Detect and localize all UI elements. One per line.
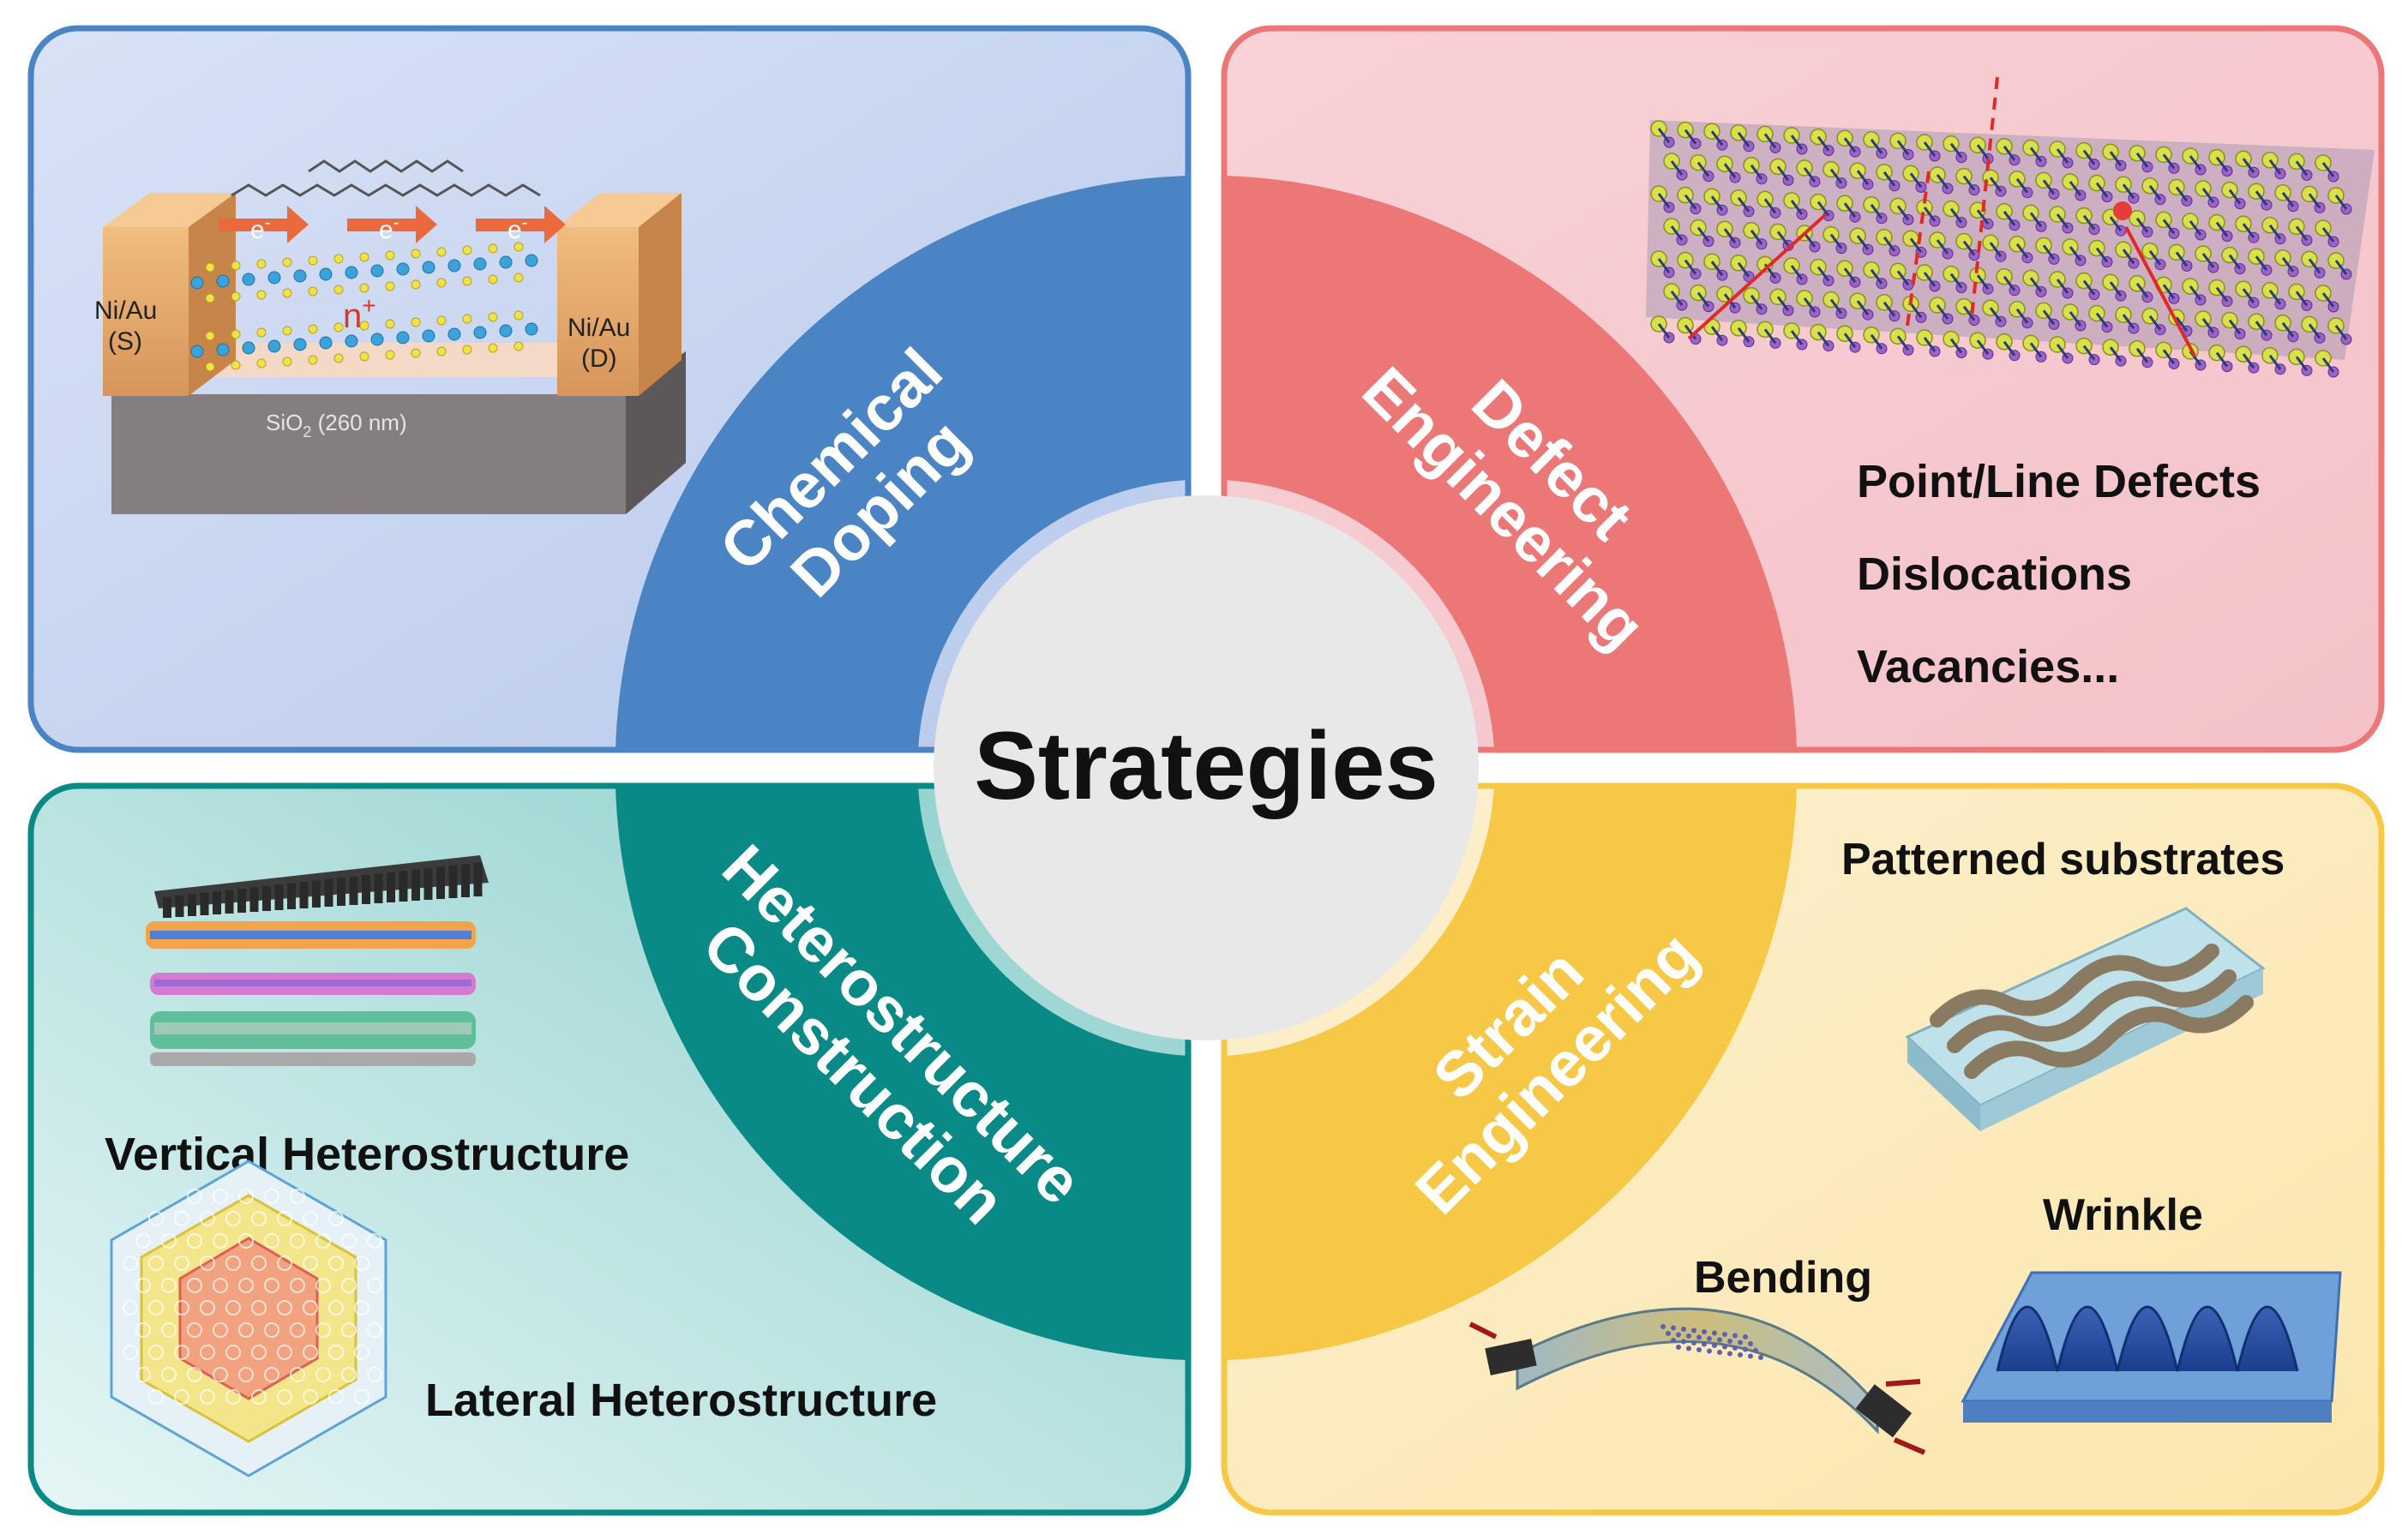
defect-markers xyxy=(1687,76,2196,357)
patterned-substrate-illustration xyxy=(1905,907,2266,1131)
drain-label: Ni/Au(D) xyxy=(567,314,630,373)
graphene-layer xyxy=(163,862,483,918)
lateral-hex-grid xyxy=(123,1189,382,1405)
electron-label-2: e- xyxy=(379,213,399,244)
doped-transistor-illustration: e- e- e- n+ Ni/Au(S) Ni/Au(D) SiO2 (260 … xyxy=(94,159,686,514)
wrinkle-illustration xyxy=(1961,1271,2342,1423)
electron-label-3: e- xyxy=(507,213,527,244)
substrate-label: SiO2 (260 nm) xyxy=(266,410,407,440)
vertical-heterostructure-illustration xyxy=(146,855,489,1066)
patterned-substrates-label: Patterned substrates xyxy=(1841,835,2285,884)
ring-sector-chemical-doping xyxy=(616,176,1188,750)
defect-item-1: Point/Line Defects xyxy=(1857,456,2261,507)
center-circle xyxy=(934,495,1479,1040)
dopant-molecule xyxy=(231,183,541,197)
bending-illustration xyxy=(1468,1307,1926,1455)
lateral-heterostructure-label: Lateral Heterostructure xyxy=(425,1375,937,1426)
bending-lattice-dots xyxy=(1660,1324,1763,1360)
wrinkle-label: Wrinkle xyxy=(2043,1190,2203,1240)
electron-label-1: e- xyxy=(250,213,270,244)
bending-label: Bending xyxy=(1694,1253,1872,1303)
ring-sector-heterostructure-construction xyxy=(616,786,1188,1360)
defect-item-3: Vacancies... xyxy=(1857,641,2119,692)
ring-sector-defect-engineering xyxy=(1224,176,1797,750)
lateral-heterostructure-illustration xyxy=(110,1159,387,1477)
lattice-atoms xyxy=(1650,120,2352,378)
defect-lattice-illustration xyxy=(1646,76,2375,378)
ring-sector-strain-engineering xyxy=(1224,786,1797,1360)
strategy-ring xyxy=(616,176,1797,1360)
defect-item-2: Dislocations xyxy=(1857,548,2132,600)
source-label: Ni/Au(S) xyxy=(94,297,157,356)
center-title: Strategies xyxy=(974,712,1438,819)
vacancy-atom xyxy=(2113,201,2132,220)
electron-transfer-arrows xyxy=(219,206,566,243)
vertical-heterostructure-label: Vertical Heterostructure xyxy=(105,1129,629,1180)
n-doping-label: n+ xyxy=(343,292,376,335)
